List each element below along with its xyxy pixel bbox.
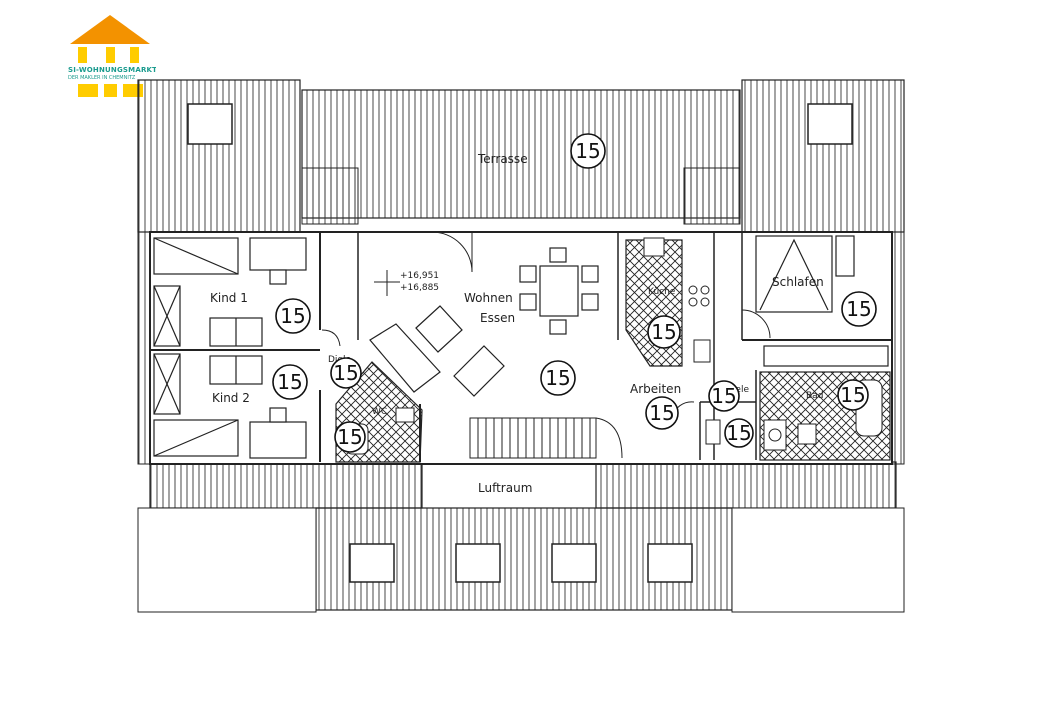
- label-arbeiten: Arbeiten: [630, 382, 681, 396]
- svg-text:15: 15: [280, 304, 305, 328]
- badge-wohnen: [540, 360, 576, 396]
- staircase: [469, 417, 623, 459]
- logo-pillar-mid: [106, 47, 115, 63]
- badge-diele-right: [708, 380, 740, 412]
- label-terrasse: Terrasse: [477, 152, 528, 166]
- svg-text:15: 15: [337, 425, 362, 449]
- logo-roof: [70, 15, 150, 44]
- svg-text:15: 15: [651, 320, 676, 344]
- badge-diele-left: [330, 357, 362, 389]
- badge-kind-1: [275, 298, 311, 334]
- label-kind-2: Kind 2: [212, 391, 250, 405]
- svg-text:15: 15: [726, 421, 751, 445]
- badge-hwr: [724, 418, 754, 448]
- furniture-desks: [209, 237, 889, 459]
- svg-text:15: 15: [277, 370, 302, 394]
- badge-schlafen: [841, 291, 877, 327]
- label-wohnen: Wohnen: [464, 291, 513, 305]
- room-badge-numbers: 15 15 15 15 15 15 15 15 15 15 15 15: [277, 139, 871, 449]
- svg-text:+16,885: +16,885: [400, 283, 439, 293]
- label-kueche: Küche: [648, 287, 676, 297]
- label-luftraum: Luftraum: [478, 481, 532, 495]
- svg-text:15: 15: [649, 401, 674, 425]
- badge-kind-2: [272, 364, 308, 400]
- svg-text:15: 15: [846, 297, 871, 321]
- badge-kueche: [647, 315, 681, 349]
- label-essen: Essen: [480, 311, 515, 325]
- svg-text:15: 15: [840, 383, 865, 407]
- svg-text:15: 15: [575, 139, 600, 163]
- logo-bar-1: [78, 84, 98, 97]
- room-labels: Terrasse Kind 1 Kind 2 Diele WC Wohnen E…: [210, 152, 824, 495]
- logo-company-name: SI-WOHNUNGSMARKT: [68, 66, 156, 74]
- label-kind-1: Kind 1: [210, 291, 248, 305]
- svg-text:15: 15: [711, 384, 736, 408]
- logo-tagline: DER MAKLER IN CHEMNITZ: [68, 75, 136, 81]
- logo-pillar-right: [130, 47, 139, 63]
- skylights: [187, 103, 853, 583]
- label-bad: Bad: [806, 391, 823, 401]
- furniture-beds: [153, 235, 855, 457]
- label-wc: WC: [372, 407, 387, 417]
- badge-arbeiten: [645, 396, 679, 430]
- furniture-living: [369, 247, 599, 397]
- badge-terrasse: [570, 133, 606, 169]
- company-logo: SI-WOHNUNGSMARKT DER MAKLER IN CHEMNITZ: [68, 15, 156, 97]
- label-schlafen: Schlafen: [772, 275, 824, 289]
- logo-bar-2: [104, 84, 117, 97]
- logo-pillar-left: [78, 47, 87, 63]
- level-marker: +16,951 +16,885: [374, 270, 439, 296]
- svg-text:15: 15: [545, 366, 570, 390]
- room-badges: [272, 133, 877, 453]
- badge-wc: [334, 421, 366, 453]
- svg-text:+16,951: +16,951: [400, 271, 439, 281]
- svg-text:15: 15: [333, 361, 358, 385]
- badge-bad: [837, 379, 869, 411]
